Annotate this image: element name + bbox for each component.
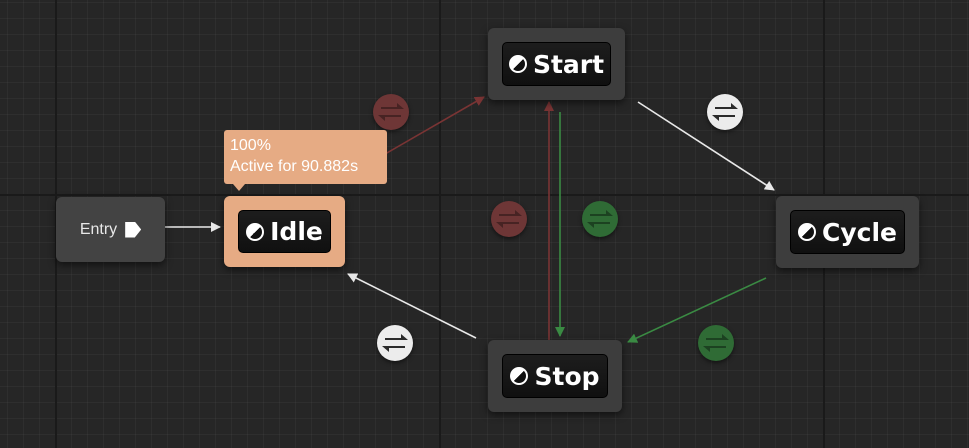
transition-start-to-cycle-icon[interactable] [707,94,743,130]
wire-cycle-to-stop [627,277,767,343]
state-label-start: Start [532,49,605,79]
state-node-stop[interactable]: Stop [488,340,622,412]
wire-start-to-cycle [637,101,775,191]
state-icon [798,223,816,241]
state-node-start[interactable]: Start [488,28,625,100]
state-label-idle: Idle [270,217,323,246]
transition-stop-to-idle-icon[interactable] [377,325,413,361]
wire-stop-to-idle [347,273,477,339]
transition-stop-to-start-icon[interactable] [491,201,527,237]
state-node-idle[interactable]: Idle [224,196,345,267]
state-icon [510,367,529,385]
state-node-cycle[interactable]: Cycle [776,196,919,268]
state-node-cycle-body: Cycle [790,210,905,254]
state-icon [508,55,527,73]
state-icon [246,222,265,241]
state-node-stop-body: Stop [502,354,608,398]
tooltip-active-time: Active for 90.882s [230,158,359,175]
state-node-start-body: Start [502,42,611,86]
entry-label: Entry [79,220,118,238]
tooltip-weight: 100% [230,137,271,154]
entry-node[interactable]: Entry [56,197,165,262]
transition-start-to-stop-icon[interactable] [582,201,618,237]
transition-cycle-to-stop-icon[interactable] [698,325,734,361]
transition-idle-to-start-icon[interactable] [373,94,409,130]
state-label-stop: Stop [534,361,600,391]
entry-arrow-icon [125,221,142,238]
state-label-cycle: Cycle [822,217,897,247]
active-state-tooltip: 100% Active for 90.882s [224,130,387,191]
state-node-idle-body: Idle [238,210,331,253]
